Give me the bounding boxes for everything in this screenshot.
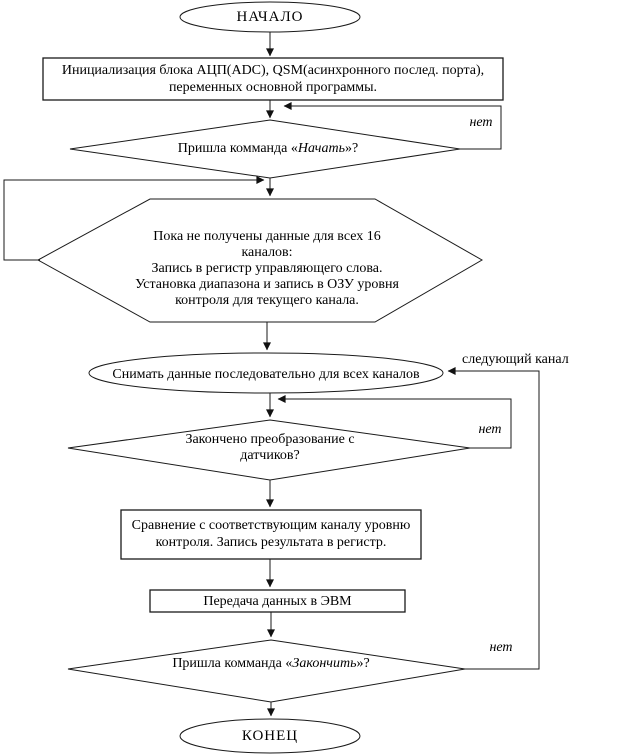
- edge-label-no-start: нет: [469, 115, 493, 130]
- init-line-1: Инициализация блока АЦП(ADC), QSM(асинхр…: [61, 63, 485, 78]
- decision-start-emphasis: Начать: [297, 141, 345, 156]
- compare-process-shape: [120, 509, 422, 560]
- edge-label-no-conversion: нет: [478, 422, 502, 437]
- decision-start-prefix: Пришла комманда «: [177, 141, 298, 156]
- init-process-label: Инициализация блока АЦП(ADC), QSM(асинхр…: [43, 62, 503, 96]
- compare-line-1: Сравнение с соответствующим каналу уровн…: [131, 518, 411, 533]
- init-process-shape: [42, 57, 504, 101]
- compare-process-label: Сравнение с соответствующим каналу уровн…: [121, 517, 421, 551]
- decision-conversion-line-2: датчиков?: [240, 448, 300, 463]
- decision-finish-prefix: Пришла комманда «: [172, 656, 293, 671]
- loop-line-2: каналов:: [241, 245, 293, 260]
- decision-finish-emphasis: Закончить: [292, 656, 357, 671]
- loop-hexagon-label: Пока не получены данные для всех 16 кана…: [111, 229, 423, 309]
- acquire-oval-shape: [88, 352, 444, 394]
- arrow-next-channel-loop: [447, 367, 540, 670]
- loop-line-3: Запись в регистр управляющего слова.: [151, 261, 383, 276]
- decision-finish-suffix: »?: [356, 656, 370, 671]
- end-terminator-label: КОНЕЦ: [241, 728, 299, 744]
- transfer-process-shape: [149, 589, 406, 613]
- end-terminator-shape: [179, 718, 361, 754]
- compare-line-2: контроля. Запись результата в регистр.: [155, 535, 387, 550]
- loop-line-5: контроля для текущего канала.: [175, 293, 359, 308]
- transfer-process-label: Передача данных в ЭВМ: [203, 594, 352, 609]
- arrow-loop-back-left: [3, 176, 265, 261]
- arrow-no-loop-decision-start: [283, 102, 502, 150]
- edge-label-no-finish: нет: [489, 640, 513, 655]
- loop-line-1: Пока не получены данные для всех 16: [153, 229, 381, 244]
- init-line-2: переменных основной программы.: [168, 80, 378, 95]
- decision-finish-label: Пришла комманда «Закончить»?: [121, 655, 421, 672]
- acquire-oval-label: Снимать данные последовательно для всех …: [112, 367, 420, 382]
- loop-line-4: Установка диапазона и запись в ОЗУ уровн…: [135, 277, 399, 292]
- arrow-no-loop-decision-conversion: [277, 395, 512, 449]
- decision-conversion-label: Закончено преобразование с датчиков?: [140, 432, 400, 464]
- edge-label-next-channel: следующий канал: [462, 352, 569, 367]
- decision-start-label: Пришла комманда «Начать»?: [118, 140, 418, 157]
- start-terminator-label: НАЧАЛО: [236, 9, 304, 25]
- decision-conversion-line-1: Закончено преобразование с: [185, 432, 355, 447]
- decision-start-suffix: »?: [344, 141, 359, 156]
